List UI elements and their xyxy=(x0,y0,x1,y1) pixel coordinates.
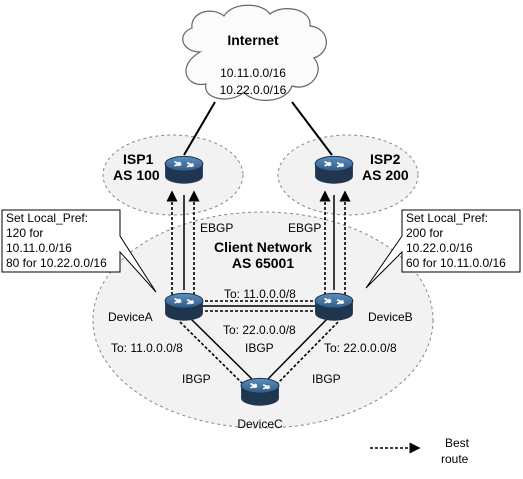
ebgp-right-label: EBGP xyxy=(288,221,321,235)
internet-prefix-1: 10.11.0.0/16 xyxy=(220,66,286,80)
callout-right-line-4: 60 for 10.11.0.0/16 xyxy=(406,256,506,270)
link-ibgp-bc xyxy=(265,317,329,382)
callout-left-box xyxy=(1,209,157,293)
link-ibgp-ac xyxy=(189,317,255,382)
isp2-name: ISP2 xyxy=(370,151,401,167)
route-label-bc: To: 22.0.0.0/8 xyxy=(324,341,397,355)
best-route-ac xyxy=(179,321,247,388)
deviceb-router-icon xyxy=(314,292,354,322)
ibgp-ab-label: IBGP xyxy=(245,341,274,355)
deviceb-label: DeviceB xyxy=(368,310,413,324)
ibgp-ac-label: IBGP xyxy=(182,372,211,386)
isp1-name: ISP1 xyxy=(123,151,154,167)
ebgp-left-label: EBGP xyxy=(200,221,233,235)
internet-cloud xyxy=(182,4,327,101)
route-label-ab-top: To: 11.0.0.0/8 xyxy=(224,287,296,301)
client-network-as: AS 65001 xyxy=(232,255,294,271)
internet-prefix-2: 10.22.0.0/16 xyxy=(220,83,287,97)
callout-right-line-1: Set Local_Pref: xyxy=(406,211,488,225)
callout-left-line-1: Set Local_Pref: xyxy=(6,211,88,225)
callout-left-line-4: 80 for 10.22.0.0/16 xyxy=(6,256,107,270)
callout-right-line-3: 10.22.0.0/16 xyxy=(406,241,473,255)
best-route-bc xyxy=(273,321,339,388)
route-label-ac: To: 11.0.0.0/8 xyxy=(111,341,183,355)
legend-label-line-2: route xyxy=(441,452,469,466)
devicea-label: DeviceA xyxy=(108,310,153,324)
devicec-router-icon xyxy=(240,377,280,407)
internet-title: Internet xyxy=(227,32,279,48)
callout-right-line-2: 200 for xyxy=(406,226,443,240)
legend-label-line-1: Best xyxy=(445,436,470,450)
devicec-label: DeviceC xyxy=(237,417,283,431)
client-network-name: Client Network xyxy=(214,239,312,255)
client-network-zone xyxy=(92,211,434,429)
callout-left-line-2: 120 for xyxy=(6,226,43,240)
callout-right-box xyxy=(365,209,521,289)
isp1-as: AS 100 xyxy=(113,167,160,183)
route-label-ab-bottom: To: 22.0.0.0/8 xyxy=(223,323,296,337)
link-internet-isp1 xyxy=(183,101,216,156)
link-internet-isp2 xyxy=(291,101,333,156)
callout-left-line-3: 10.11.0.0/16 xyxy=(6,241,72,255)
devicea-router-icon xyxy=(164,292,204,322)
isp1-router-icon xyxy=(164,155,204,185)
isp2-as: AS 200 xyxy=(362,167,409,183)
ibgp-bc-label: IBGP xyxy=(312,372,341,386)
isp2-router-icon xyxy=(314,155,354,185)
